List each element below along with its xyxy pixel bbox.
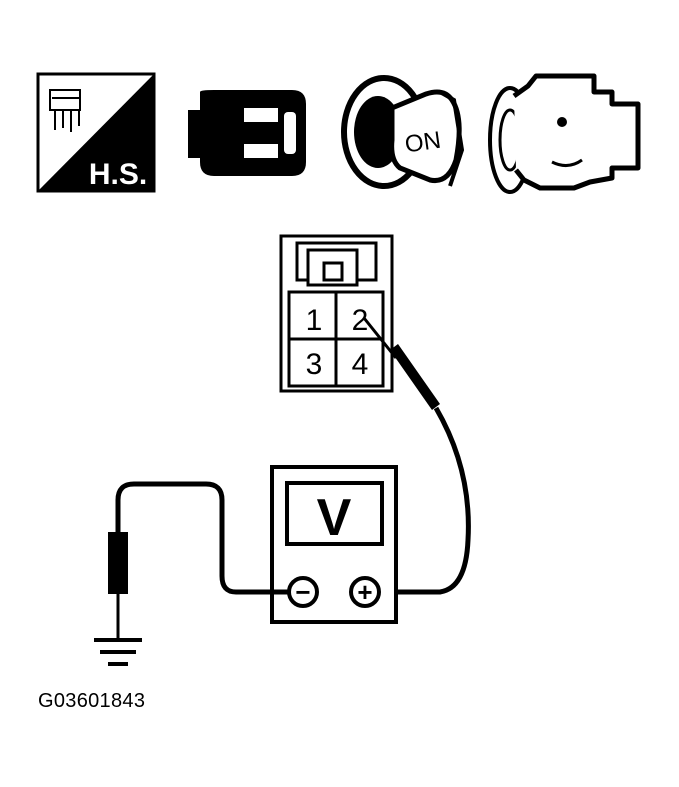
disconnected-connector-icon [188,90,306,176]
ignition-on-label: ON [403,127,442,159]
negative-terminal-sign: − [295,577,310,607]
ignition-key-on-icon: ON [341,75,465,189]
connector-wires-icon [49,89,81,132]
harness-side-label: H.S. [89,158,147,191]
connector-pin-2: 2 [352,304,369,337]
positive-terminal-sign: + [357,577,372,607]
figure-code: G03601843 [38,690,146,712]
ground-icon [94,638,142,666]
negative-probe [108,481,289,640]
positive-probe [362,317,471,595]
harness-connector: 1 2 3 4 [279,234,394,393]
voltmeter-display: V [317,489,352,547]
engine-icon [488,73,641,194]
voltmeter: V − + [270,465,398,624]
positive-terminal [349,576,381,608]
harness-side-icon: H.S. [36,72,156,193]
connector-pin-3: 3 [306,348,323,381]
connector-pin-1: 1 [306,304,323,337]
connector-pin-4: 4 [352,348,369,381]
